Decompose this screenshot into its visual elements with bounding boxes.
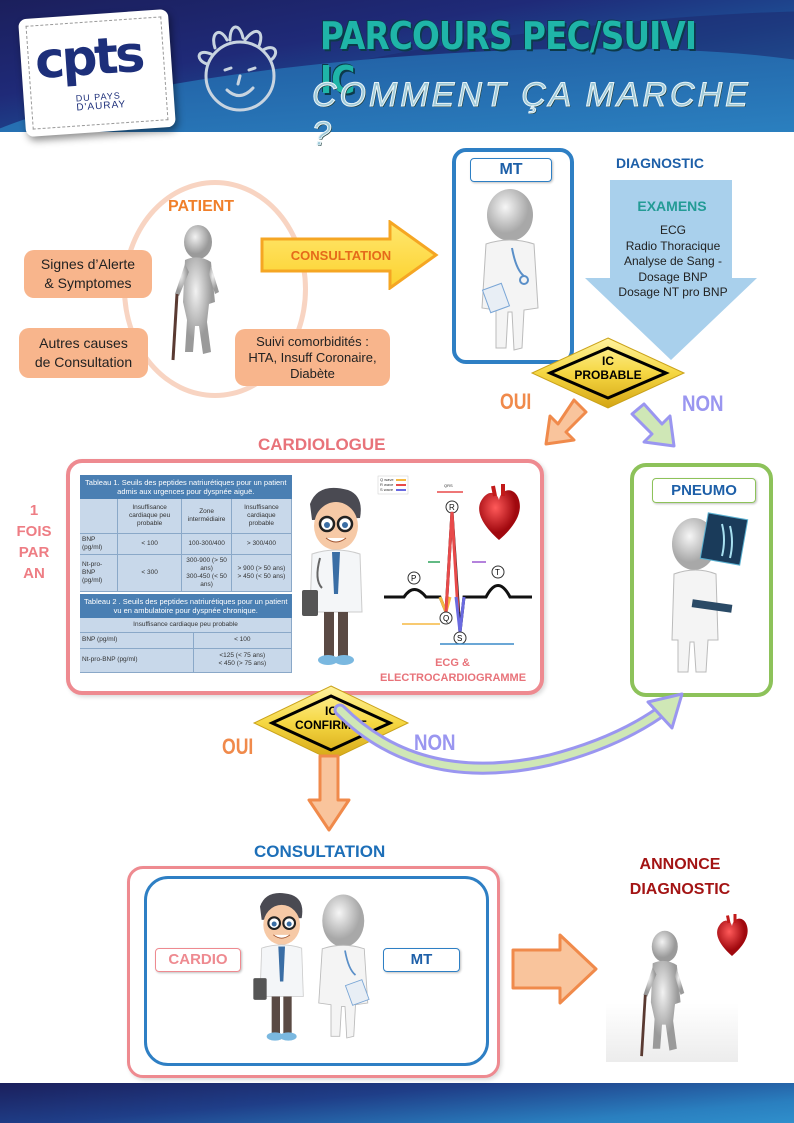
decision-line2: PROBABLE <box>574 368 642 382</box>
exam-item: Dosage NT pro BNP <box>618 285 728 299</box>
exam-item: Radio Thoracique <box>625 238 721 253</box>
svg-text:T: T <box>495 568 500 577</box>
table-cell: BNP (pg/ml) <box>80 533 118 555</box>
examens-title: EXAMENS <box>637 198 707 214</box>
table-header-cell: Insuffisance cardiaque peu probable <box>117 499 183 534</box>
frequency-word: PAR <box>18 544 50 561</box>
ecg-legend-s: S wave <box>380 487 394 492</box>
elderly-patient-figure <box>171 225 219 361</box>
joint-consultation-inner <box>144 876 489 1066</box>
patient-label: PATIENT <box>168 198 235 215</box>
svg-text:R: R <box>449 503 455 512</box>
annonce-title: ANNONCE DIAGNOSTIC <box>615 852 745 902</box>
exam-item: ECG <box>659 223 686 237</box>
svg-text:P: P <box>411 574 416 583</box>
reason-comorbidity-followup: Suivi comorbidités : HTA, Insuff Coronai… <box>235 329 390 386</box>
table-row: Nt-pro-BNP (pg/ml) < 300 300-900 (> 50 a… <box>80 554 293 592</box>
ecg-diagram: Q wave R wave S wave QRS R P T Q S <box>377 475 532 645</box>
ecg-caption: ECG & ELECTROCARDIOGRAMME <box>380 656 527 686</box>
joint-consultation-title: CONSULTATION <box>254 842 386 861</box>
elderly-patient-figure <box>640 930 685 1057</box>
table-cell: < 100 <box>117 533 183 555</box>
table-cell: > 900 (> 50 ans) > 450 (< 50 ans) <box>231 554 293 592</box>
exam-item: Analyse de Sang - <box>623 254 723 268</box>
table-subheader: Insuffisance cardiaque peu probable <box>80 618 292 633</box>
table2-caption: Tableau 2 . Seuils des peptides natriuré… <box>80 594 292 618</box>
oui-label: OUI <box>222 734 254 759</box>
table-acute-dyspnea: Tableau 1. Seuils des peptides natriurét… <box>80 475 293 592</box>
reason-alert-signs: Signes d’Alerte & Symptomes <box>24 250 152 298</box>
pneumo-label: PNEUMO <box>652 478 756 503</box>
table-cell: Nt-pro-BNP (pg/ml) <box>80 554 118 592</box>
frequency-word: FOIS <box>16 523 52 540</box>
table-cell: < 300 <box>117 554 183 592</box>
svg-text:S: S <box>457 634 462 643</box>
table-header-cell <box>80 499 118 534</box>
cpts-logo: cpts DU PAYS D'AURAY <box>18 8 176 138</box>
doctor-figure <box>318 894 370 1039</box>
ecg-caption-line1: ECG & <box>435 657 470 669</box>
table-cell: < 100 <box>193 632 293 649</box>
cardiologue-title: CARDIOLOGUE <box>258 435 386 454</box>
table-row: BNP (pg/ml) < 100 <box>80 632 293 649</box>
ecg-legend-r: R wave <box>380 482 394 487</box>
table-row: BNP (pg/ml) < 100 100-300/400 > 300/400 <box>80 533 293 555</box>
diagnostic-title: DIAGNOSTIC <box>616 155 704 171</box>
table-row: Nt-pro-BNP (pg/ml) <125 (< 75 ans) < 450… <box>80 648 293 673</box>
oui-arrow-down <box>307 754 351 832</box>
smiley-face-icon <box>197 25 278 112</box>
decision-ic-probable: IC PROBABLE <box>530 336 686 410</box>
examens-list: ECG Radio Thoracique Analyse de Sang - D… <box>606 223 740 301</box>
table-header-cell: Zone intermédiaire <box>181 499 232 534</box>
annonce-arrow <box>511 933 598 1005</box>
oui-arrow-down-left <box>544 398 588 446</box>
oui-label: OUI <box>500 389 532 414</box>
table-cell: BNP (pg/ml) <box>80 632 194 649</box>
cardio-label: CARDIO <box>155 948 241 972</box>
page-title: PARCOURS PEC/SUIVI IC <box>320 14 697 102</box>
reason-other-causes: Autres causes de Consultation <box>19 328 148 378</box>
table-cell: 100-300/400 <box>181 533 232 555</box>
joint-consultation-card <box>127 866 500 1078</box>
page-subtitle: COMMENT ÇA MARCHE ? <box>312 76 751 154</box>
ecg-caption-line2: ELECTROCARDIOGRAMME <box>380 672 527 684</box>
annonce-line2: DIAGNOSTIC <box>629 881 731 898</box>
table-chronic-dyspnea: Tableau 2 . Seuils des peptides natriuré… <box>80 594 293 673</box>
non-arrow-curved <box>333 692 684 775</box>
heart-icon <box>479 484 520 540</box>
non-label: NON <box>414 730 456 755</box>
decision-line1: IC <box>602 354 614 368</box>
table-cell: Nt-pro-BNP (pg/ml) <box>80 648 194 673</box>
table-cell: > 300/400 <box>231 533 293 555</box>
frequency-label: 1 FOIS PAR AN <box>14 500 54 584</box>
logo-text: cpts <box>33 24 144 91</box>
svg-text:QRS: QRS <box>444 483 453 488</box>
diamond-shape <box>530 337 686 409</box>
ecg-legend-q: Q wave <box>380 477 394 482</box>
cardiologist-figure <box>253 893 304 1041</box>
non-arrow-down-right <box>630 402 676 448</box>
consultation-arrow-label: CONSULTATION <box>290 248 392 263</box>
mt-label: MT <box>470 158 552 182</box>
cardiologist-figure <box>302 487 363 665</box>
table1-caption: Tableau 1. Seuils des peptides natriurét… <box>80 475 292 499</box>
frequency-word: 1 <box>29 502 39 519</box>
exam-item: Dosage BNP <box>638 269 708 284</box>
consultation-arrow <box>260 220 439 290</box>
non-label: NON <box>682 391 724 416</box>
diagnostic-arrow <box>585 180 757 360</box>
mt-label: MT <box>383 948 460 972</box>
table-cell: <125 (< 75 ans) < 450 (> 75 ans) <box>193 648 293 673</box>
table-cell: 300-900 (> 50 ans) 300-450 (< 50 ans) <box>181 554 232 592</box>
footer-banner <box>0 1083 794 1123</box>
pneumologist-figure <box>671 512 749 673</box>
frequency-word: AN <box>23 565 45 582</box>
annonce-line1: ANNONCE <box>639 856 721 873</box>
table-header-cell: Insuffisance cardiaque probable <box>231 499 293 534</box>
doctor-figure <box>481 189 539 351</box>
heart-icon <box>717 914 748 956</box>
svg-text:Q: Q <box>443 614 449 623</box>
